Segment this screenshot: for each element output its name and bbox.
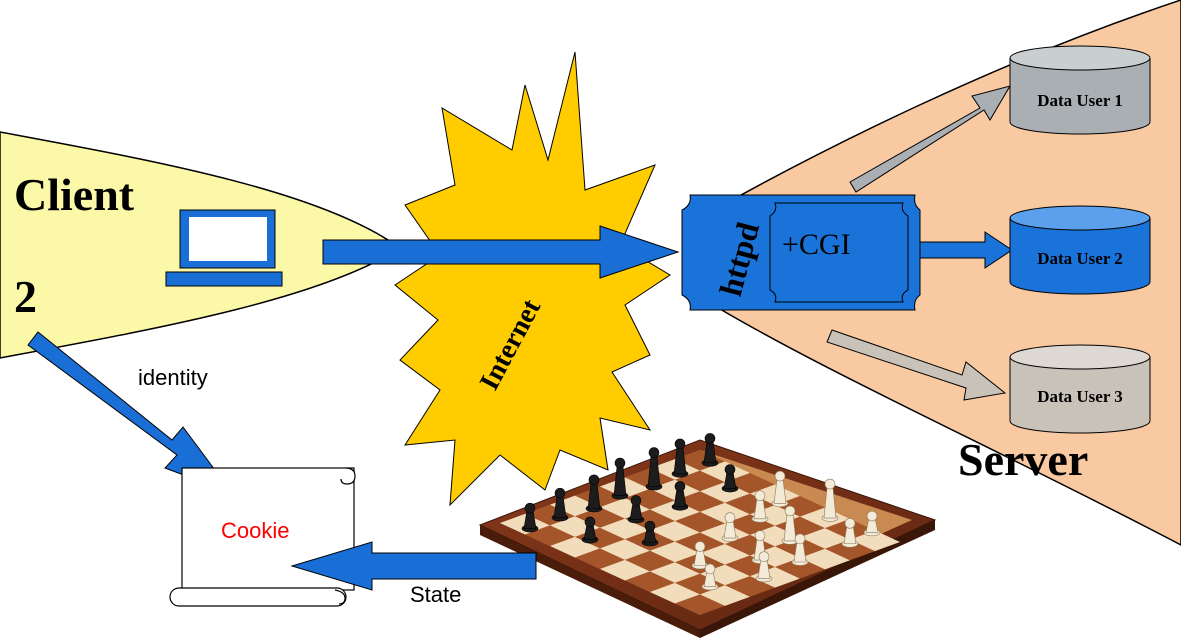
chess-square bbox=[700, 502, 750, 524]
dark-chess-piece bbox=[521, 502, 539, 533]
dark-chess-piece bbox=[551, 487, 569, 522]
chess-square bbox=[675, 594, 725, 615]
light-chess-piece bbox=[751, 490, 769, 523]
chess-square bbox=[675, 511, 725, 533]
arrow-to-data-user-2 bbox=[919, 231, 1013, 269]
dark-chess-piece bbox=[721, 464, 739, 493]
chess-square bbox=[700, 482, 750, 503]
dark-chess-piece bbox=[641, 520, 659, 547]
chess-square bbox=[600, 559, 650, 581]
cgi-label: +CGI bbox=[782, 228, 851, 261]
chess-square bbox=[700, 585, 750, 606]
state-arrow bbox=[290, 541, 537, 591]
database-3 bbox=[1009, 344, 1151, 434]
chessboard-icon bbox=[478, 433, 937, 638]
identity-label: identity bbox=[138, 365, 208, 390]
chess-square bbox=[775, 496, 825, 517]
chess-square bbox=[775, 557, 825, 579]
chess-square bbox=[650, 541, 700, 563]
chess-square bbox=[625, 550, 675, 572]
chess-square bbox=[725, 576, 775, 597]
light-chess-piece bbox=[771, 470, 789, 508]
chess-square bbox=[625, 571, 675, 592]
light-chess-piece bbox=[821, 478, 839, 522]
dark-chess-piece bbox=[671, 481, 689, 511]
light-chess-piece bbox=[721, 512, 739, 542]
light-chess-piece bbox=[701, 563, 719, 591]
chess-square bbox=[650, 521, 700, 542]
dark-chess-piece bbox=[581, 516, 599, 544]
database-1 bbox=[1009, 45, 1151, 135]
chess-square bbox=[800, 528, 850, 549]
dark-chess-piece bbox=[701, 433, 719, 467]
dark-chess-piece bbox=[611, 457, 629, 500]
internet-burst bbox=[394, 51, 671, 507]
dark-chess-piece bbox=[627, 495, 645, 524]
cookie-label: Cookie bbox=[221, 518, 289, 543]
database-2-label: Data User 2 bbox=[1037, 249, 1123, 268]
chess-square bbox=[550, 536, 600, 558]
chess-square bbox=[600, 518, 650, 540]
chess-square bbox=[575, 486, 625, 508]
client-title: Client bbox=[14, 169, 135, 220]
chess-square bbox=[575, 548, 625, 569]
light-chess-piece bbox=[841, 518, 859, 548]
chess-square bbox=[825, 539, 875, 561]
server-title: Server bbox=[958, 434, 1088, 485]
chess-square bbox=[650, 479, 700, 501]
chess-square bbox=[700, 461, 750, 483]
chess-square bbox=[675, 470, 725, 492]
dark-chess-piece bbox=[585, 474, 603, 513]
light-chess-piece bbox=[781, 505, 799, 545]
chess-square bbox=[800, 548, 850, 570]
chess-square bbox=[725, 473, 775, 494]
state-label: State bbox=[410, 582, 461, 607]
chess-square bbox=[675, 491, 725, 512]
client-number: 2 bbox=[14, 271, 37, 322]
database-1-label: Data User 1 bbox=[1037, 91, 1123, 110]
arrow-to-data-user-3 bbox=[826, 329, 1007, 401]
arrow-to-data-user-1 bbox=[849, 85, 1012, 193]
chess-square bbox=[650, 562, 700, 583]
chess-square bbox=[725, 514, 775, 535]
chess-square bbox=[650, 500, 700, 521]
light-chess-piece bbox=[863, 510, 881, 537]
laptop-icon bbox=[165, 209, 283, 287]
database-3-label: Data User 3 bbox=[1037, 387, 1123, 406]
light-chess-piece bbox=[791, 533, 809, 566]
request-arrow bbox=[322, 225, 680, 279]
chess-square bbox=[625, 488, 675, 510]
chess-square bbox=[575, 507, 625, 528]
dark-chess-piece bbox=[645, 447, 663, 491]
light-chess-piece bbox=[691, 541, 709, 570]
light-chess-piece bbox=[755, 551, 773, 583]
httpd-box bbox=[681, 194, 921, 311]
chess-square bbox=[700, 544, 750, 565]
dark-chess-piece bbox=[671, 438, 689, 478]
database-2 bbox=[1009, 205, 1151, 295]
chess-square bbox=[525, 525, 575, 546]
chess-square bbox=[600, 539, 650, 560]
chess-square bbox=[850, 530, 900, 552]
chess-square bbox=[650, 582, 700, 604]
